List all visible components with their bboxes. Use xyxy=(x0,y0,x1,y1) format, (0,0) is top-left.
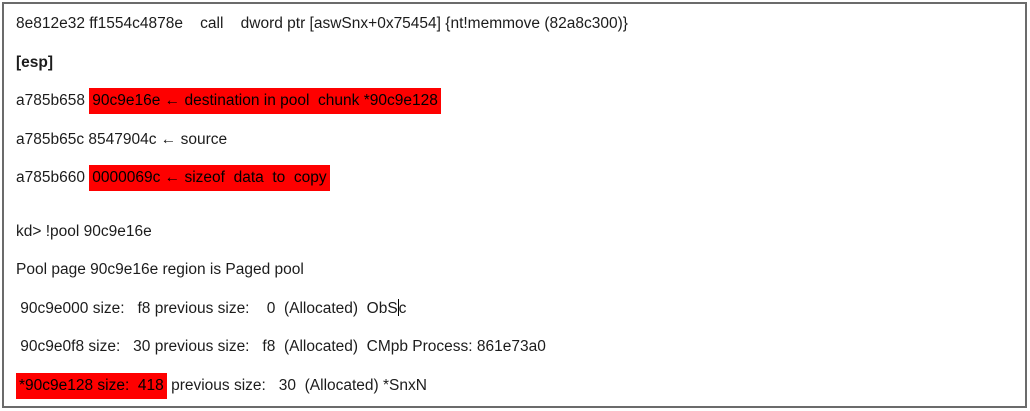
text-caret xyxy=(397,298,399,316)
call-instruction-text: 8e812e32 ff1554c4878e call dword ptr [as… xyxy=(16,15,628,32)
stack-source-line: a785b65c 8547904c ← source xyxy=(16,121,1015,160)
pool-chunk-cmpb-text: 90c9e0f8 size: 30 previous size: f8 (All… xyxy=(16,338,546,355)
destination-highlight: 90c9e16e ← destination in pool chunk *90… xyxy=(89,88,441,114)
size-stack-address: a785b660 xyxy=(16,169,90,186)
destination-stack-address: a785b658 xyxy=(16,92,90,109)
overflowed-chunk-highlight: *90c9e128 size: 418 xyxy=(16,372,167,399)
esp-header-line: [esp] xyxy=(16,44,1015,83)
kd-pool-command-text: kd> !pool 90c9e16e xyxy=(16,222,152,240)
pool-chunk-snxn-line: *90c9e128 size: 418 previous size: 30 (A… xyxy=(16,367,1015,406)
size-highlight: 0000069c ← sizeof data to copy xyxy=(89,165,330,191)
kd-pool-command-line: kd> !pool 90c9e16e xyxy=(16,213,1015,252)
stack-destination-line: a785b658 90c9e16e ← destination in pool … xyxy=(16,82,1015,121)
source-text: a785b65c 8547904c ← source xyxy=(16,130,228,148)
pool-chunk-obsc-text-end: c xyxy=(398,299,407,317)
esp-label: [esp] xyxy=(16,53,54,71)
pool-region-line: Pool page 90c9e16e region is Paged pool xyxy=(16,251,1015,290)
pool-chunk-snxn-text: previous size: 30 (Allocated) *SnxN xyxy=(166,376,427,394)
pool-chunk-obsc-line: 90c9e000 size: f8 previous size: 0 (Allo… xyxy=(16,290,1015,329)
pool-chunk-cmpb-line: 90c9e0f8 size: 30 previous size: f8 (All… xyxy=(16,328,1015,367)
pool-chunk-obsc-text: 90c9e000 size: f8 previous size: 0 (Allo… xyxy=(16,299,398,317)
pool-region-text: Pool page 90c9e16e region is Paged pool xyxy=(16,261,304,278)
call-instruction-line: 8e812e32 ff1554c4878e call dword ptr [as… xyxy=(16,5,1015,44)
stack-size-line: a785b660 0000069c ← sizeof data to copy xyxy=(16,159,1015,198)
